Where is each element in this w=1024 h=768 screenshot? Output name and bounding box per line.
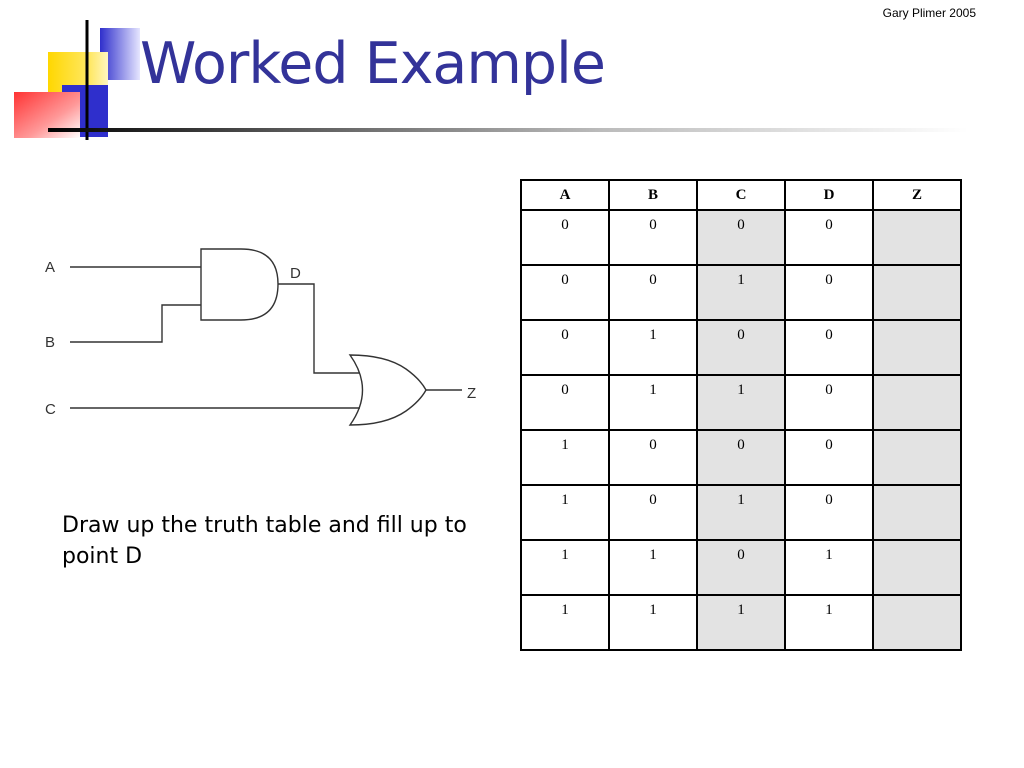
- cell-z[interactable]: [872, 484, 962, 541]
- cell-b: 0: [608, 484, 698, 541]
- cell-z[interactable]: [872, 319, 962, 376]
- cell-z[interactable]: [872, 429, 962, 486]
- cell-b: 1: [608, 319, 698, 376]
- cell-a: 0: [520, 264, 610, 321]
- cell-b: 1: [608, 374, 698, 431]
- cell-d: 1: [784, 594, 874, 651]
- cell-c: 0: [696, 319, 786, 376]
- cell-b: 0: [608, 264, 698, 321]
- truth-table: A B C D Z 0 0 0 0 0 0 1 0: [520, 179, 962, 651]
- page-title: Worked Example: [140, 31, 606, 97]
- cell-z[interactable]: [872, 209, 962, 266]
- cell-b: 1: [608, 594, 698, 651]
- cell-b: 1: [608, 539, 698, 596]
- header-z: Z: [872, 179, 962, 211]
- cell-a: 0: [520, 319, 610, 376]
- title-underline: [48, 128, 968, 132]
- label-c: C: [45, 401, 56, 418]
- cell-c: 1: [696, 594, 786, 651]
- or-gate: [348, 354, 427, 426]
- cell-d: 0: [784, 319, 874, 376]
- cell-a: 1: [520, 539, 610, 596]
- truth-table-header-row: A B C D Z: [520, 179, 962, 211]
- cell-z[interactable]: [872, 539, 962, 596]
- cell-d: 0: [784, 429, 874, 486]
- table-row: 1 1 1 1: [520, 594, 962, 651]
- instruction-text: Draw up the truth table and fill up to p…: [62, 513, 467, 569]
- cell-a: 0: [520, 374, 610, 431]
- wire-b: [70, 304, 201, 343]
- label-b: B: [45, 334, 55, 351]
- header-b: B: [608, 179, 698, 211]
- and-gate: [200, 248, 279, 321]
- cell-a: 1: [520, 484, 610, 541]
- header-d: D: [784, 179, 874, 211]
- cell-d: 0: [784, 484, 874, 541]
- corner-decoration: [14, 20, 140, 140]
- logic-circuit-diagram: A B C D Z: [45, 248, 476, 426]
- cell-z[interactable]: [872, 264, 962, 321]
- cell-c: 0: [696, 209, 786, 266]
- table-row: 0 1 1 0: [520, 374, 962, 431]
- cell-d: 0: [784, 264, 874, 321]
- cell-b: 0: [608, 209, 698, 266]
- author-credit: Gary Plimer 2005: [882, 6, 976, 20]
- header-a: A: [520, 179, 610, 211]
- table-row: 0 0 1 0: [520, 264, 962, 321]
- cell-d: 0: [784, 374, 874, 431]
- cell-z[interactable]: [872, 374, 962, 431]
- table-row: 1 0 0 0: [520, 429, 962, 486]
- table-row: 0 0 0 0: [520, 209, 962, 266]
- cell-b: 0: [608, 429, 698, 486]
- cell-c: 1: [696, 484, 786, 541]
- header-c: C: [696, 179, 786, 211]
- cell-d: 1: [784, 539, 874, 596]
- label-a: A: [45, 259, 55, 276]
- cell-c: 1: [696, 264, 786, 321]
- cell-c: 1: [696, 374, 786, 431]
- label-d: D: [290, 265, 301, 282]
- cell-a: 1: [520, 594, 610, 651]
- cell-c: 0: [696, 429, 786, 486]
- table-row: 1 1 0 1: [520, 539, 962, 596]
- cell-c: 0: [696, 539, 786, 596]
- cell-d: 0: [784, 209, 874, 266]
- cell-a: 1: [520, 429, 610, 486]
- label-z: Z: [467, 385, 476, 402]
- table-row: 0 1 0 0: [520, 319, 962, 376]
- cell-a: 0: [520, 209, 610, 266]
- table-row: 1 0 1 0: [520, 484, 962, 541]
- wire-d: [278, 283, 360, 374]
- cell-z[interactable]: [872, 594, 962, 651]
